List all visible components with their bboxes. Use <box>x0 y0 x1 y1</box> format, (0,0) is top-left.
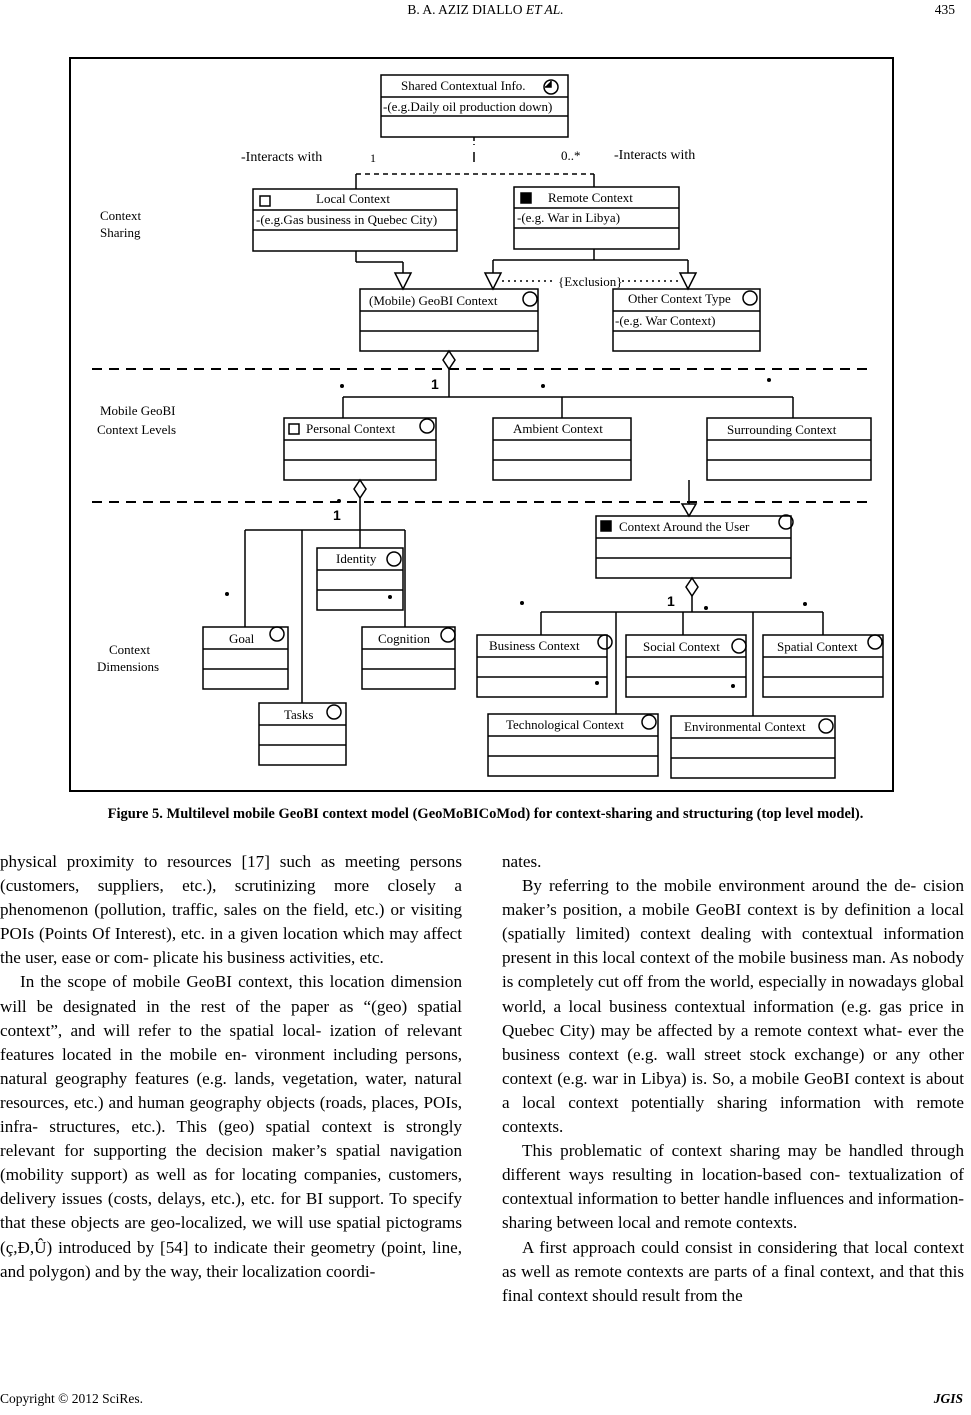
multiplicity-one: 1 <box>370 151 376 165</box>
class-icons <box>259 79 883 734</box>
local-class-box <box>252 188 458 252</box>
page-number: 435 <box>934 2 955 17</box>
level-levels-line2: Context Levels <box>97 422 176 437</box>
paragraph: physical proximity to resources [17] suc… <box>0 852 462 968</box>
running-head: B. A. AZIZ DIALLO ET AL. <box>0 2 971 18</box>
surrounding-class-box <box>706 417 872 481</box>
context-icon <box>326 704 342 720</box>
level-sharing-line1: Context <box>100 208 142 223</box>
context-icon <box>742 290 758 306</box>
author-names: B. A. AZIZ DIALLO <box>407 2 523 17</box>
multiplicity-levels: 1 <box>431 376 439 392</box>
interacts-left-label: -Interacts with <box>241 150 322 165</box>
left-text-column: physical proximity to resources [17] suc… <box>0 850 462 1284</box>
context-icon <box>269 626 285 642</box>
exclusion-constraint: {Exclusion} <box>558 274 622 289</box>
context-icon <box>641 714 657 730</box>
technological-class-box <box>487 713 659 777</box>
shared-class-attr: -(e.g.Daily oil production down) <box>383 99 552 114</box>
cognition-class-box <box>361 626 456 690</box>
level-dimensions-line2: Dimensions <box>97 659 159 674</box>
goal-class-name: Goal <box>229 631 255 646</box>
other-class-box <box>612 288 761 352</box>
multiplicity-around: 1 <box>667 593 675 609</box>
business-class-name: Business Context <box>489 638 580 653</box>
journal-name: JGIS <box>933 1391 963 1406</box>
shared-class-name: Shared Contextual Info. <box>401 78 526 93</box>
class-icon <box>600 520 612 532</box>
tasks-class-name: Tasks <box>284 707 313 722</box>
figure-caption: Figure 5. Multilevel mobile GeoBI contex… <box>107 806 864 822</box>
context-icon <box>597 634 613 650</box>
running-header: B. A. AZIZ DIALLO ET AL. 435 <box>0 2 971 22</box>
figure-frame <box>69 57 894 792</box>
technological-class-name: Technological Context <box>506 717 624 732</box>
copyright-notice: Copyright © 2012 SciRes. <box>0 1391 144 1406</box>
associations <box>355 137 698 291</box>
identity-class-name: Identity <box>336 551 377 566</box>
surrounding-class-name: Surrounding Context <box>727 422 837 437</box>
around-class-name: Context Around the User <box>619 519 750 534</box>
around-class-box <box>595 515 792 579</box>
geobi-class-name: (Mobile) GeoBI Context <box>369 293 498 308</box>
social-class-name: Social Context <box>643 639 720 654</box>
compositions <box>244 349 824 716</box>
context-icon <box>543 79 559 95</box>
other-class-name: Other Context Type <box>628 291 731 306</box>
business-class-box <box>476 634 608 698</box>
context-icon <box>386 551 402 567</box>
social-class-box <box>625 634 747 698</box>
paragraph: By referring to the mobile environment a… <box>502 876 964 1137</box>
multiplicity-dimensions: 1 <box>333 507 341 523</box>
paragraph: This problematic of context sharing may … <box>502 1141 964 1233</box>
context-icon <box>818 718 834 734</box>
remote-class-box <box>513 186 680 250</box>
multiplicity-many: 0..* <box>561 148 581 163</box>
local-class-attr: -(e.g.Gas business in Quebec City) <box>256 212 437 227</box>
paragraph: nates. <box>502 852 542 871</box>
level-levels-line1: Mobile GeoBI <box>100 403 175 418</box>
context-icon <box>867 634 883 650</box>
right-text-column: nates. By referring to the mobile enviro… <box>502 850 964 1308</box>
class-icon <box>288 423 300 435</box>
level-separators <box>92 368 874 503</box>
remote-class-name: Remote Context <box>548 190 633 205</box>
environmental-class-name: Environmental Context <box>684 719 806 734</box>
spatial-class-name: Spatial Context <box>777 639 858 654</box>
context-icon <box>731 638 747 654</box>
cognition-class-name: Cognition <box>378 631 431 646</box>
context-icon <box>440 627 456 643</box>
remote-class-attr: -(e.g. War in Libya) <box>517 210 620 225</box>
paragraph: A first approach could consist in consid… <box>502 1237 964 1305</box>
context-icon <box>778 514 794 530</box>
class-icon <box>259 195 271 207</box>
level-sharing-line2: Sharing <box>100 225 141 240</box>
paragraph: In the scope of mobile GeoBI context, th… <box>0 972 462 1281</box>
uml-context-diagram: Shared Contextual Info. -(e.g.Daily oil … <box>92 74 884 779</box>
personal-class-name: Personal Context <box>306 421 396 436</box>
ambient-class-name: Ambient Context <box>513 421 603 436</box>
class-icon <box>520 192 532 204</box>
context-icon <box>419 418 435 434</box>
multiplicity-dots <box>225 378 807 688</box>
et-al: ET AL. <box>525 2 564 17</box>
level-dimensions-line1: Context <box>109 642 151 657</box>
interacts-right-label: -Interacts with <box>614 148 695 163</box>
other-class-attr: -(e.g. War Context) <box>615 313 716 328</box>
local-class-name: Local Context <box>316 191 390 206</box>
context-icon <box>522 291 538 307</box>
